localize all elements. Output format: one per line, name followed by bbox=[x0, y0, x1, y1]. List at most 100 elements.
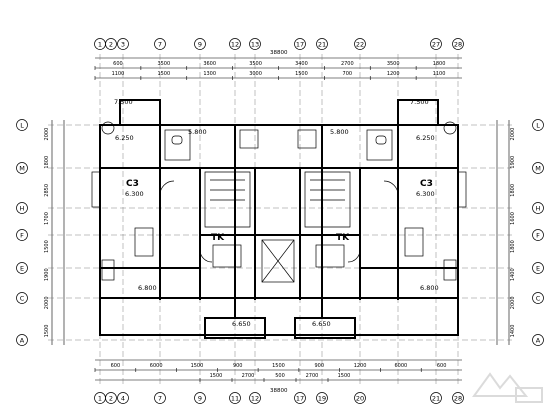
dimension-value: 2700 bbox=[341, 61, 354, 67]
grid-label-bottom: 9 bbox=[198, 394, 202, 402]
grid-bubble-circle bbox=[16, 162, 28, 174]
dimension-value: 1800 bbox=[433, 61, 446, 67]
grid-label-left: L bbox=[20, 121, 24, 129]
dimension-value: 1400 bbox=[510, 268, 516, 281]
grid-label-top: 9 bbox=[198, 40, 202, 48]
dimension-value: 600 bbox=[113, 61, 123, 67]
grid-bubble-circle bbox=[452, 38, 464, 50]
grid-label-top: 7 bbox=[158, 40, 162, 48]
grid-label-left: A bbox=[20, 336, 25, 344]
dimension-value: 3500 bbox=[387, 61, 400, 67]
grid-label-right: C bbox=[536, 294, 541, 302]
grid-bubble-circle bbox=[117, 392, 129, 404]
dimension-value: 600 bbox=[437, 363, 447, 369]
grid-label-bottom: 11 bbox=[231, 394, 239, 402]
room-tag: TK bbox=[336, 233, 350, 243]
grid-label-bottom: 7 bbox=[158, 394, 162, 402]
elevation-mark: 6.250 bbox=[416, 134, 435, 142]
grid-label-bottom: 28 bbox=[454, 394, 462, 402]
grid-label-top: 21 bbox=[318, 40, 326, 48]
elevation-mark: 6.250 bbox=[115, 134, 134, 142]
grid-label-right: E bbox=[536, 264, 540, 272]
grid-label-bottom: 2 bbox=[109, 394, 113, 402]
grid-label-bottom: 12 bbox=[251, 394, 259, 402]
grid-bubble-circle bbox=[229, 392, 241, 404]
room-tag: TK bbox=[211, 233, 225, 243]
dimension-value: 1500 bbox=[272, 363, 285, 369]
grid-bubble-circle bbox=[249, 392, 261, 404]
dimension-value: 1500 bbox=[44, 240, 50, 253]
grid-label-bottom: 4 bbox=[121, 394, 125, 402]
grid-label-top: 27 bbox=[432, 40, 440, 48]
dimension-value: 1200 bbox=[387, 71, 400, 77]
dimension-value: 600 bbox=[111, 363, 121, 369]
dimension-value: 1200 bbox=[354, 363, 367, 369]
room-tag: C3 bbox=[420, 179, 433, 189]
dimension-value: 6000 bbox=[150, 363, 163, 369]
dimension-value: 900 bbox=[315, 363, 325, 369]
dimension-value: 1400 bbox=[510, 325, 516, 338]
grid-label-right: M bbox=[535, 164, 541, 172]
dimension-value: 3600 bbox=[203, 61, 216, 67]
dimension-value: 2000 bbox=[510, 296, 516, 309]
dimension-value: 1500 bbox=[210, 373, 223, 379]
dimension-value: 1100 bbox=[112, 71, 125, 77]
grid-label-right: F bbox=[536, 231, 540, 239]
grid-bubble-circle bbox=[532, 229, 544, 241]
dimension-value: 1500 bbox=[44, 325, 50, 338]
dimension-value: 1800 bbox=[510, 184, 516, 197]
dimension-value: 700 bbox=[343, 71, 353, 77]
dimension-value: 3400 bbox=[295, 61, 308, 67]
grid-bubble-circle bbox=[105, 38, 117, 50]
dimension-value: 1700 bbox=[44, 212, 50, 225]
elevation-mark: 6.300 bbox=[416, 190, 435, 198]
grid-bubble-circle bbox=[430, 392, 442, 404]
dimension-value: 2700 bbox=[306, 373, 319, 379]
grid-bubble-circle bbox=[354, 392, 366, 404]
right-grid-bubbles: L M H F E C A bbox=[532, 119, 544, 346]
grid-label-left: H bbox=[20, 204, 25, 212]
bottom-total-dimension: 38800 bbox=[270, 388, 288, 394]
dimension-value: 3500 bbox=[157, 61, 170, 67]
grid-label-top: 2 bbox=[109, 40, 113, 48]
grid-bubble-circle bbox=[532, 162, 544, 174]
elevation-labels: 7.500 7.500 5.800 6.250 6.250 5.800 6.30… bbox=[114, 98, 439, 328]
grid-bubble-circle bbox=[430, 38, 442, 50]
grid-bubble-circle bbox=[532, 262, 544, 274]
grid-bubble-circle bbox=[16, 202, 28, 214]
grid-bubble-circle bbox=[532, 119, 544, 131]
grid-label-top: 28 bbox=[454, 40, 462, 48]
dimension-value: 900 bbox=[233, 363, 243, 369]
dimension-value: 2700 bbox=[242, 373, 255, 379]
grid-bubble-circle bbox=[16, 262, 28, 274]
walls bbox=[99, 99, 459, 339]
top-total-dimension: 38800 bbox=[270, 50, 288, 56]
elevation-mark: 6.650 bbox=[232, 320, 251, 328]
elevation-mark: 6.300 bbox=[125, 190, 144, 198]
room-tag: C3 bbox=[126, 179, 139, 189]
grid-bubble-circle bbox=[16, 292, 28, 304]
dimension-value: 2850 bbox=[44, 184, 50, 197]
grid-label-right: L bbox=[536, 121, 540, 129]
grid-label-right: H bbox=[536, 204, 541, 212]
grid-label-top: 13 bbox=[251, 40, 259, 48]
dimension-value: 1500 bbox=[295, 71, 308, 77]
grid-bubble-circle bbox=[229, 38, 241, 50]
grid-label-bottom: 17 bbox=[296, 394, 304, 402]
dimension-value: 1600 bbox=[510, 212, 516, 225]
grid-label-right: A bbox=[536, 336, 541, 344]
elevation-mark: 5.800 bbox=[330, 128, 349, 136]
dimension-value: 1500 bbox=[191, 363, 204, 369]
dimension-value: 3000 bbox=[249, 71, 262, 77]
grid-bubble-circle bbox=[532, 334, 544, 346]
dimension-value: 1800 bbox=[510, 240, 516, 253]
